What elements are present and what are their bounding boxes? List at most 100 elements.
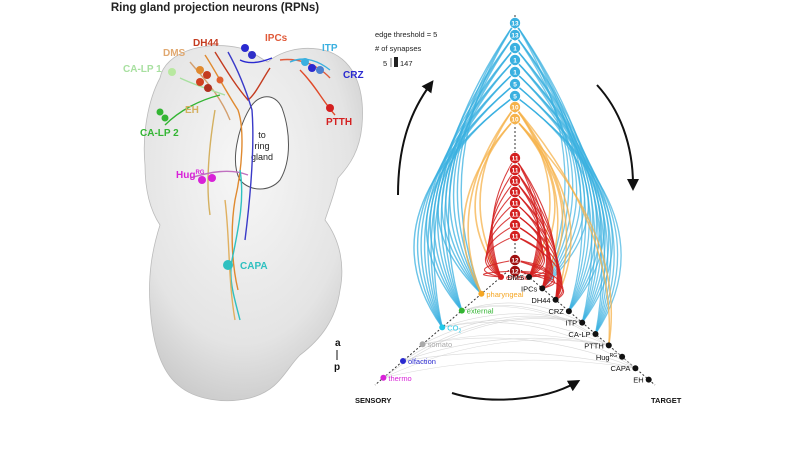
sensory-node-label: enteric xyxy=(506,273,529,282)
connection-arc xyxy=(487,202,516,278)
sensory-node xyxy=(380,374,387,381)
layer-node xyxy=(509,42,521,54)
arrow-right xyxy=(596,84,639,191)
layer-node xyxy=(509,54,521,66)
target-node xyxy=(592,331,599,337)
connection-arc xyxy=(442,320,609,346)
connection-arcs xyxy=(383,22,636,379)
connection-arc xyxy=(514,270,556,289)
target-node-label: DH44 xyxy=(531,296,550,305)
target-node xyxy=(632,365,639,372)
sensory-node-label: somato xyxy=(428,340,453,349)
axis-label-target: TARGET xyxy=(651,396,682,405)
connection-arc xyxy=(461,302,583,323)
sensory-axis xyxy=(374,264,516,386)
target-node-label: CRZ xyxy=(548,307,564,316)
ring-gland-label-3: gland xyxy=(251,152,273,162)
layer-node xyxy=(509,113,521,125)
connection-arc xyxy=(486,213,516,278)
layer-node-label: 5 xyxy=(513,94,517,101)
connection-arc xyxy=(514,224,562,301)
connection-arc xyxy=(514,169,559,300)
layer-node-label: 12 xyxy=(511,258,519,265)
layer-node xyxy=(509,29,521,41)
layer-node-label: 1 xyxy=(513,58,517,65)
target-node-label: EH xyxy=(633,376,643,385)
connection-arc xyxy=(442,313,583,328)
connection-arc xyxy=(485,224,516,278)
layer-node-label: 11 xyxy=(512,168,519,175)
axis-label-sensory: SENSORY xyxy=(355,396,391,405)
legend-synapses: # of synapses xyxy=(375,44,422,53)
connection-arc xyxy=(452,47,516,295)
connection-arc xyxy=(402,352,636,369)
label-ipcs: IPCs xyxy=(265,33,288,44)
label-eh: EH xyxy=(185,105,199,116)
target-node-label: HugRG xyxy=(596,353,617,362)
connection-arc xyxy=(514,270,565,301)
connection-arc xyxy=(514,106,611,346)
connection-arc xyxy=(514,118,613,346)
layer-node xyxy=(509,78,521,90)
connection-arc xyxy=(383,339,609,379)
sensory-node xyxy=(439,324,446,331)
label-hug: HugRG xyxy=(176,170,205,181)
connection-arc xyxy=(461,306,636,369)
target-node-label: ITP xyxy=(566,319,578,328)
ring-gland-label-1: to xyxy=(258,130,266,140)
connection-arc xyxy=(514,118,572,301)
axis-marker-p: p xyxy=(334,362,340,373)
sensory-node-label: external xyxy=(467,307,494,316)
target-node xyxy=(539,285,546,292)
target-node xyxy=(619,353,626,360)
layer-node-label: 11 xyxy=(512,179,519,186)
legend-max-bar xyxy=(394,57,398,67)
target-node-label: DMS xyxy=(507,273,524,282)
connection-arc xyxy=(514,191,560,300)
layer-node xyxy=(509,101,521,113)
axis-marker-a: a xyxy=(335,338,341,349)
layer-node-label: 11 xyxy=(512,201,519,208)
connection-arc xyxy=(422,334,609,346)
connection-arc xyxy=(460,22,516,295)
connection-arc xyxy=(474,118,516,278)
ring-gland-label-2: ring xyxy=(254,141,269,151)
target-node xyxy=(645,376,652,383)
label-ca-lp1: CA-LP 1 xyxy=(123,64,162,75)
target-node-label: IPCs xyxy=(521,284,538,293)
layer-node-label: 5 xyxy=(513,82,517,89)
label-capa: CAPA xyxy=(240,261,268,272)
layer-node-label: 1 xyxy=(513,70,517,77)
layer-node-label: 13 xyxy=(511,21,519,28)
connection-arc xyxy=(514,83,619,335)
ring-gland-gap xyxy=(234,96,289,190)
connection-arc xyxy=(402,317,583,362)
connection-arc xyxy=(402,337,609,362)
label-ca-lp2: CA-LP 2 xyxy=(140,128,179,139)
sensory-node xyxy=(498,274,504,280)
layer-node xyxy=(509,152,521,164)
nodes: 131311155101011111111111111111212enteric… xyxy=(380,17,652,385)
connection-arc xyxy=(484,235,516,278)
target-node-label: CA-LP xyxy=(568,330,590,339)
connection-arc xyxy=(467,106,516,295)
layer-node-label: 13 xyxy=(511,33,519,40)
connection-arc xyxy=(437,95,516,295)
connection-arc xyxy=(483,259,516,278)
target-node-label: CAPA xyxy=(611,364,631,373)
connection-arc xyxy=(514,59,578,289)
sensory-node xyxy=(400,358,406,364)
legend-threshold: edge threshold = 5 xyxy=(375,30,437,39)
connection-arc xyxy=(445,71,516,295)
target-node xyxy=(579,319,586,326)
layer-node-label: 1 xyxy=(513,46,517,53)
arrow-left xyxy=(397,80,434,196)
connection-arc xyxy=(461,305,609,346)
figure-title: Ring gland projection neurons (RPNs) xyxy=(111,2,319,14)
target-node xyxy=(552,296,559,303)
layer-node-label: 11 xyxy=(512,234,519,241)
layer-node-label: 11 xyxy=(512,156,519,163)
connection-arc xyxy=(514,106,568,301)
